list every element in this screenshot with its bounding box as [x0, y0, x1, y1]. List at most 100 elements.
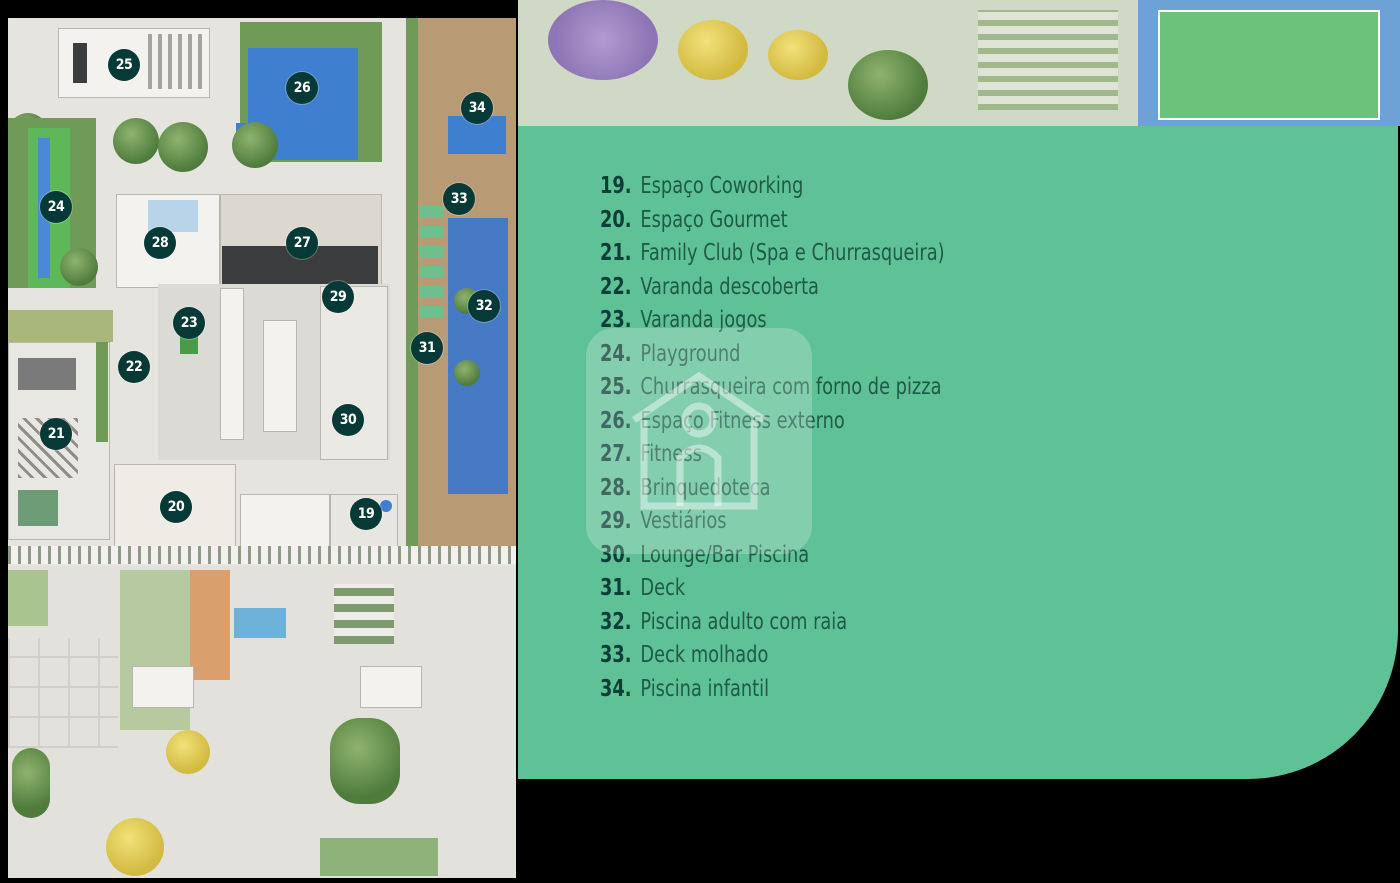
legend-item: 19. Espaço Coworking [600, 170, 945, 204]
marker-25: 25 [108, 49, 140, 81]
legend-num: 21. [600, 240, 632, 266]
legend-item: 33. Deck molhado [600, 639, 945, 673]
bar-counter [263, 320, 297, 432]
legend-num: 22. [600, 273, 632, 300]
legend-num: 32. [600, 608, 632, 635]
legend-num: 24. [600, 340, 632, 367]
legend-item: 29. Vestiários [600, 505, 945, 539]
legend-item: 28. Brinquedoteca [600, 472, 945, 506]
legend-num: 28. [600, 474, 632, 501]
legend-label: Deck [640, 575, 686, 601]
tree [113, 118, 159, 164]
legend-label: Piscina adulto com raia [640, 608, 848, 635]
legend-item: 31. Deck [600, 572, 945, 606]
flowering-tree [548, 0, 658, 80]
marker-31: 31 [411, 332, 443, 364]
deck-hedge [406, 18, 418, 548]
legend-label: Espaço Fitness externo [640, 407, 845, 434]
garden-rows [978, 10, 1118, 110]
marker-30: 30 [332, 404, 364, 436]
legend-panel: 19. Espaço Coworking 20. Espaço Gourmet 21… [518, 126, 1398, 779]
lounge-block [240, 494, 330, 550]
legend-label: Playground [640, 340, 741, 367]
bbq-tables [148, 34, 203, 89]
watermark [586, 328, 812, 554]
marker-22: 22 [118, 351, 150, 383]
legend-item: 30. Lounge/Bar Piscina [600, 539, 945, 573]
house-icon [632, 371, 766, 510]
legend-label: Lounge/Bar Piscina [640, 541, 810, 568]
bbq-counter [73, 43, 87, 83]
legend-item: 25. Churrasqueira com forno de pizza [600, 371, 945, 405]
hedge-col [96, 342, 108, 442]
legend-label: Varanda descoberta [640, 273, 819, 300]
legend-label: Fitness [640, 441, 702, 467]
marker-28: 28 [144, 227, 176, 259]
tree [454, 360, 480, 386]
legend-item: 32. Piscina adulto com raia [600, 606, 945, 640]
legend-item: 26. Espaço Fitness externo [600, 405, 945, 439]
marker-34: 34 [461, 92, 493, 124]
legend-label: Varanda jogos [640, 307, 767, 333]
legend-list: 19. Espaço Coworking 20. Espaço Gourmet 21… [600, 170, 1001, 706]
coworking-fountain [380, 500, 392, 512]
hedge-lower [320, 838, 438, 876]
legend-item: 21.Family Club (Spa e Churrasqueira) [600, 237, 945, 271]
tree [678, 20, 748, 80]
legend-num: 25. [600, 374, 632, 400]
marker-27: 27 [286, 227, 318, 259]
legend-label: Vestiários [640, 508, 727, 534]
hedge-row [8, 310, 113, 342]
tree [330, 718, 400, 804]
legend-num: 20. [600, 206, 632, 233]
legend-num: 33. [600, 642, 632, 668]
lawn [8, 570, 48, 626]
site-plan: 19 20 21 22 23 24 25 26 27 28 29 30 31 3… [8, 18, 516, 878]
legend-label: Churrasqueira com forno de pizza [640, 374, 942, 400]
legend-label: Deck molhado [640, 642, 769, 668]
marker-33: 33 [443, 183, 475, 215]
small-pool [234, 608, 286, 638]
legend-item: 20. Espaço Gourmet [600, 204, 945, 238]
tree [232, 122, 278, 168]
legend-num: 30. [600, 541, 632, 568]
marker-19: 19 [350, 498, 382, 530]
tree [12, 748, 50, 818]
aerial-strip [518, 0, 1400, 126]
marker-29: 29 [322, 281, 354, 313]
roof-block [132, 666, 194, 708]
planter-rows [334, 584, 394, 644]
deck-loungers [420, 198, 444, 318]
spa-lounger [18, 490, 58, 526]
marker-20: 20 [160, 491, 192, 523]
legend-num: 23. [600, 307, 632, 333]
tree [60, 248, 98, 286]
legend-item: 34.Piscina infantil [600, 673, 945, 707]
marker-21: 21 [40, 418, 72, 450]
legend-num: 27. [600, 441, 632, 467]
legend-num: 31. [600, 575, 632, 601]
fence [8, 546, 516, 564]
legend-label: Espaço Coworking [640, 173, 804, 199]
marker-24: 24 [40, 191, 72, 223]
lap-pool [448, 218, 508, 494]
tree [158, 122, 208, 172]
legend-num: 29. [600, 508, 632, 534]
tree [166, 730, 210, 774]
parking-grid [8, 638, 118, 748]
marker-32: 32 [468, 290, 500, 322]
tree [848, 50, 928, 120]
roof-block [360, 666, 422, 708]
marker-26: 26 [286, 72, 318, 104]
path-terracotta [190, 570, 230, 680]
court-lines [1158, 10, 1380, 120]
legend-num: 34. [600, 675, 632, 702]
legend-label: Espaço Gourmet [640, 206, 788, 233]
legend-label: Brinquedoteca [640, 474, 771, 501]
legend-num: 26. [600, 407, 632, 434]
legend-item: 27. Fitness [600, 438, 945, 472]
legend-item: 22. Varanda descoberta [600, 271, 945, 305]
family-club-sofa [18, 358, 76, 390]
tree [768, 30, 828, 80]
legend-num: 19. [600, 173, 632, 199]
